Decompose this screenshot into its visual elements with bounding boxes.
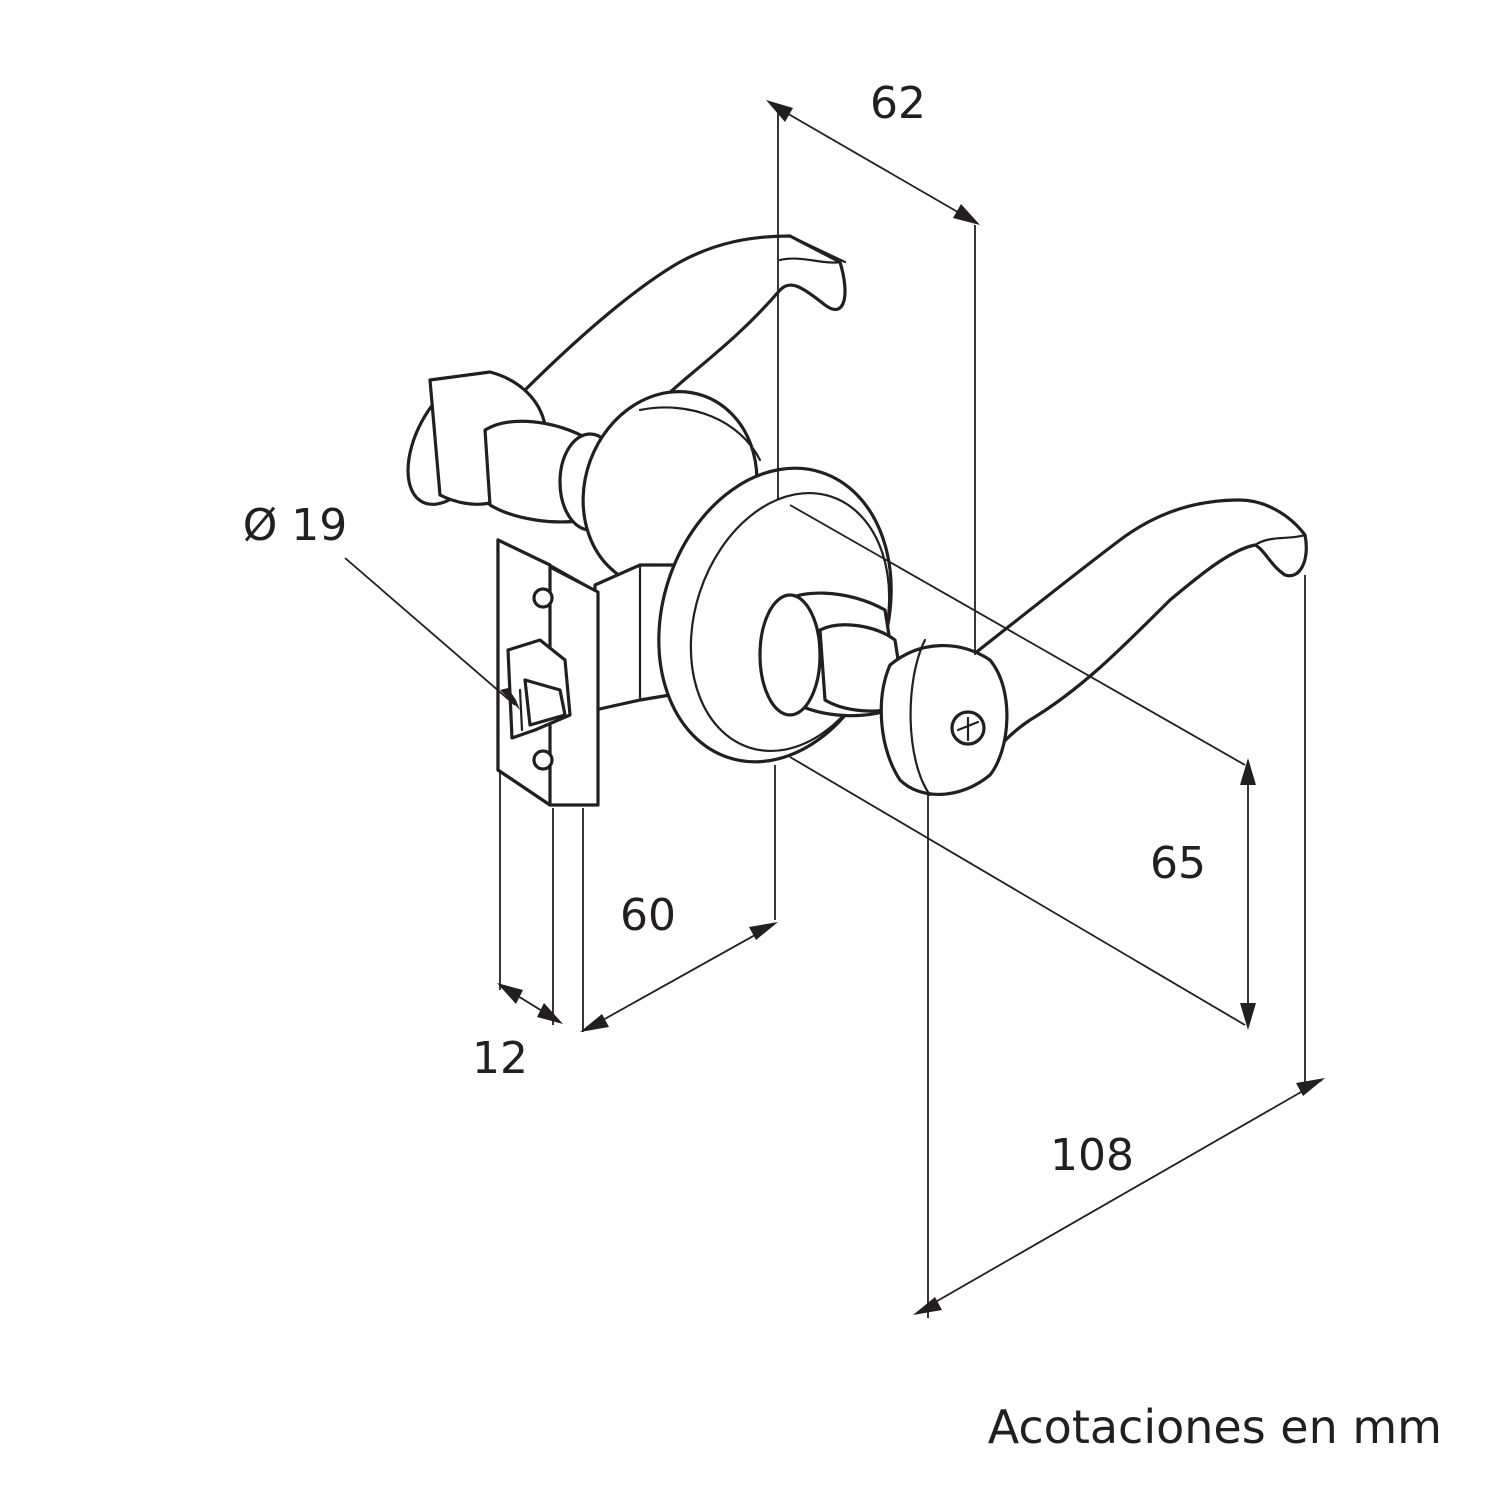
dimension-108 (913, 575, 1325, 1318)
dimension-label-diameter: Ø 19 (243, 500, 348, 551)
dimension-label-60: 60 (620, 890, 676, 941)
dimension-label-12: 12 (472, 1033, 528, 1084)
dimension-62 (766, 100, 980, 655)
key-cylinder-icon (950, 710, 986, 746)
dimension-diameter-leader (344, 557, 520, 710)
front-lever (758, 498, 1308, 797)
units-note: Acotaciones en mm (988, 1400, 1442, 1454)
latch-faceplate (496, 538, 600, 807)
dimension-60 (580, 765, 778, 1032)
latch-bolt (506, 638, 572, 740)
dimension-label-62: 62 (870, 78, 926, 129)
dimension-label-65: 65 (1150, 838, 1206, 889)
dimension-12 (497, 772, 563, 1025)
dimension-label-108: 108 (1050, 1130, 1134, 1181)
screw-hole-top (532, 587, 554, 609)
dimension-65 (789, 504, 1256, 1030)
screw-hole-bottom (532, 749, 554, 771)
